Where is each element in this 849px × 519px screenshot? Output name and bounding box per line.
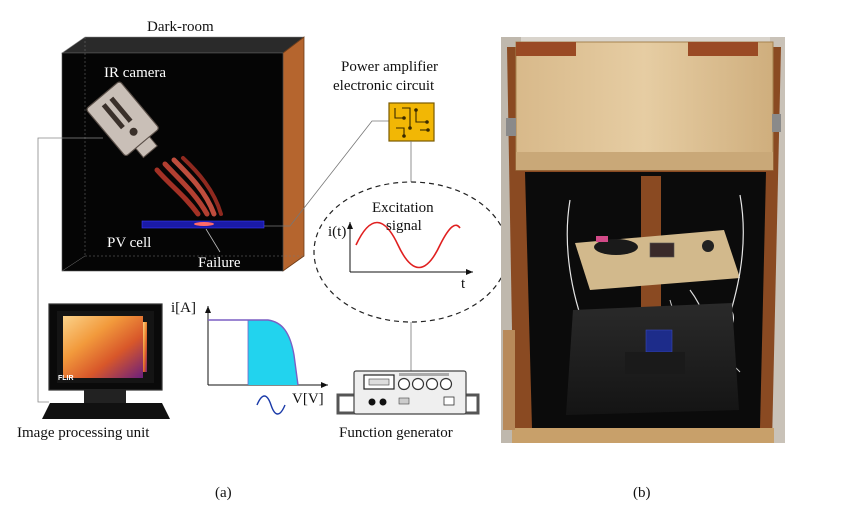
iv-sine (256, 395, 286, 415)
pv-to-amplifier-line (264, 120, 389, 227)
ir-camera-label: IR camera (104, 65, 167, 81)
circuit-chip-icon (388, 102, 435, 142)
vv-axis-label: V[V] (292, 391, 324, 407)
heat-plume (154, 156, 223, 217)
function-generator-label: Function generator (339, 425, 453, 441)
camera-to-monitor-line (37, 137, 103, 403)
electronic-circuit-label: electronic circuit (333, 78, 435, 94)
failure-label: Failure (198, 255, 241, 271)
it-axis-label: i(t) (328, 224, 347, 240)
monitor-brand-label: FLIR (58, 375, 74, 382)
pv-cell-icon (141, 220, 265, 229)
dark-room-label: Dark-room (147, 19, 214, 35)
monitor-icon (42, 303, 170, 419)
function-generator-icon (336, 370, 480, 415)
photo-panel (501, 37, 785, 443)
image-processing-label: Image processing unit (17, 425, 150, 441)
t-axis-label: t (461, 276, 466, 292)
caption-b: (b) (633, 485, 651, 501)
pv-cell-label: PV cell (107, 235, 152, 251)
failure-pointer (205, 228, 221, 253)
ir-camera-icon (86, 81, 159, 159)
excitation-label: Excitation (372, 200, 434, 216)
dark-room-box (61, 36, 305, 272)
sine-wave (355, 221, 461, 269)
iv-curve (208, 319, 299, 386)
ia-axis-label: i[A] (171, 300, 196, 316)
iv-curve-plot (205, 306, 328, 415)
iv-area (248, 320, 298, 385)
caption-a: (a) (215, 485, 232, 501)
signal-label: signal (386, 218, 422, 234)
power-amplifier-label: Power amplifier (341, 59, 439, 75)
